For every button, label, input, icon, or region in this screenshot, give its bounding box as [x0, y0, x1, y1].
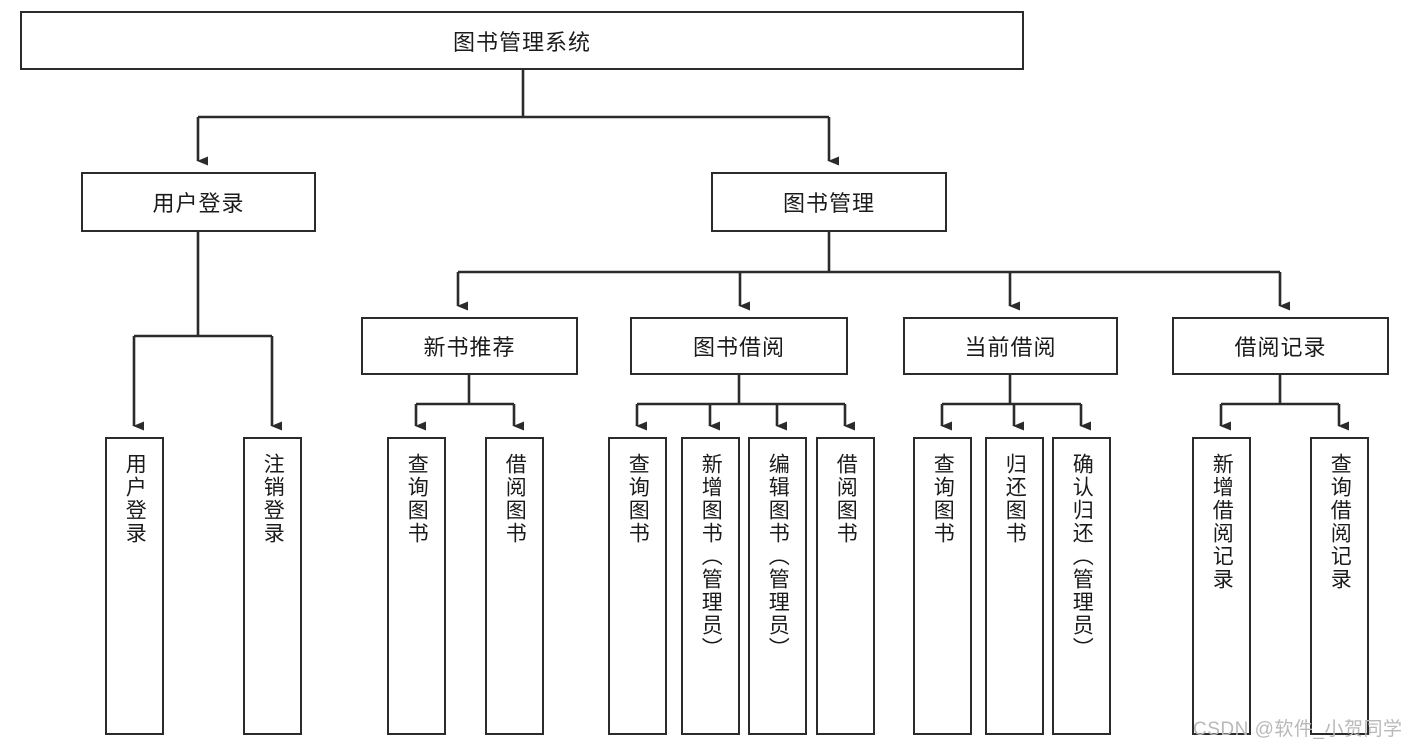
- node-current-borrow-label: 当前借阅: [964, 335, 1057, 360]
- node-new-book-recommend-label: 新书推荐: [423, 335, 516, 360]
- node-leaf-query-book-1-label: 查询图书: [405, 453, 429, 545]
- node-leaf-query-book-3[interactable]: 查询图书: [913, 437, 972, 735]
- node-leaf-query-book-2[interactable]: 查询图书: [608, 437, 667, 735]
- node-book-manage[interactable]: 图书管理: [711, 172, 947, 232]
- node-leaf-query-record[interactable]: 查询借阅记录: [1310, 437, 1369, 735]
- node-leaf-return-book[interactable]: 归还图书: [985, 437, 1044, 735]
- tree-edges: [132, 70, 1349, 431]
- node-leaf-query-book-1[interactable]: 查询图书: [387, 437, 446, 735]
- node-leaf-user-login[interactable]: 用户登录: [105, 437, 164, 735]
- node-user-login[interactable]: 用户登录: [81, 172, 316, 232]
- node-book-manage-label: 图书管理: [782, 191, 875, 216]
- node-root[interactable]: 图书管理系统: [20, 11, 1024, 70]
- node-leaf-user-login-label: 用户登录: [123, 453, 147, 545]
- node-leaf-add-record[interactable]: 新增借阅记录: [1192, 437, 1251, 735]
- node-leaf-return-book-label: 归还图书: [1003, 453, 1027, 545]
- node-leaf-query-book-2-label: 查询图书: [626, 453, 650, 545]
- node-leaf-add-record-label: 新增借阅记录: [1210, 453, 1234, 591]
- node-leaf-confirm-return-label: 确认归还（管理员）: [1070, 453, 1094, 660]
- node-leaf-logout[interactable]: 注销登录: [243, 437, 302, 735]
- node-leaf-borrow-book-1-label: 借阅图书: [503, 453, 527, 545]
- node-new-book-recommend[interactable]: 新书推荐: [361, 317, 578, 375]
- node-borrow-record[interactable]: 借阅记录: [1172, 317, 1389, 375]
- node-leaf-borrow-book-2-label: 借阅图书: [834, 453, 858, 545]
- node-leaf-borrow-book-1[interactable]: 借阅图书: [485, 437, 544, 735]
- node-book-borrow-label: 图书借阅: [692, 335, 785, 360]
- node-book-borrow[interactable]: 图书借阅: [630, 317, 848, 375]
- node-leaf-query-record-label: 查询借阅记录: [1328, 453, 1352, 591]
- node-leaf-add-book-label: 新增图书（管理员）: [699, 453, 723, 660]
- node-leaf-add-book[interactable]: 新增图书（管理员）: [681, 437, 740, 735]
- node-borrow-record-label: 借阅记录: [1234, 335, 1327, 360]
- node-root-label: 图书管理系统: [452, 29, 591, 55]
- node-leaf-query-book-3-label: 查询图书: [931, 453, 955, 545]
- node-leaf-logout-label: 注销登录: [261, 453, 285, 545]
- node-current-borrow[interactable]: 当前借阅: [903, 317, 1118, 375]
- node-leaf-borrow-book-2[interactable]: 借阅图书: [816, 437, 875, 735]
- node-leaf-edit-book-label: 编辑图书（管理员）: [766, 453, 790, 660]
- node-user-login-label: 用户登录: [152, 191, 245, 216]
- csdn-watermark: CSDN @软件_小贺同学: [1193, 719, 1403, 740]
- node-leaf-edit-book[interactable]: 编辑图书（管理员）: [748, 437, 807, 735]
- node-leaf-confirm-return[interactable]: 确认归还（管理员）: [1052, 437, 1111, 735]
